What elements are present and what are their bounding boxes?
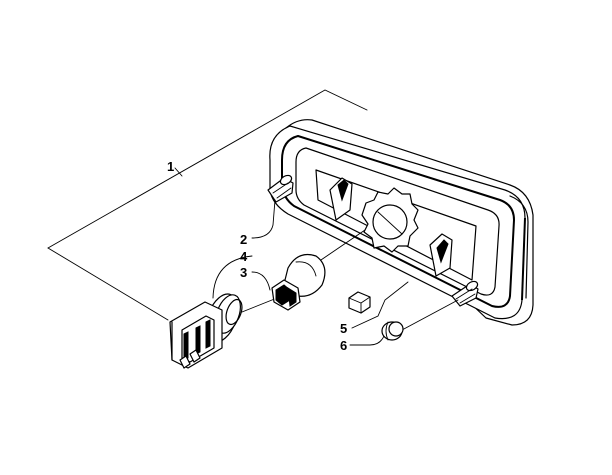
- callout-leaders: [212, 199, 459, 346]
- bulb-socket-gear: [361, 187, 419, 253]
- callout-4: 4: [240, 249, 248, 264]
- callout-2: 2: [240, 232, 247, 247]
- bulb-socket-connector: [169, 293, 243, 369]
- callout-3: 3: [240, 265, 247, 280]
- callout-1-bracket: [47, 89, 368, 321]
- pad-part: [348, 291, 371, 314]
- callout-1: 1: [167, 159, 174, 174]
- callout-5: 5: [340, 321, 347, 336]
- grommet-part: [381, 321, 404, 341]
- mounting-stud-right: [451, 280, 479, 307]
- callout-6: 6: [340, 338, 347, 353]
- bulb-base: [271, 279, 301, 311]
